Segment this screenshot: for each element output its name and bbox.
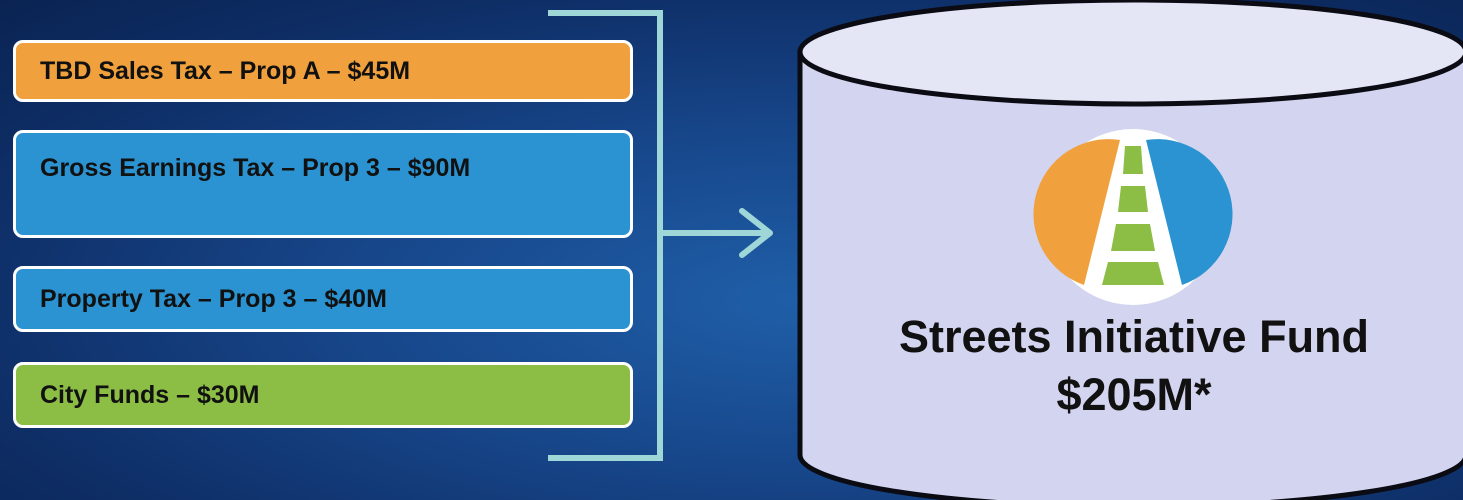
fund-title: Streets Initiative Fund [898,311,1370,362]
fund-amount: $205M* [1056,369,1212,420]
bracket-connector [548,10,663,461]
arrow-icon [660,208,773,258]
source-box-city-funds: City Funds – $30M [13,362,633,428]
source-box-gross-earnings-tax: Gross Earnings Tax – Prop 3 – $90M [13,130,633,238]
source-label: City Funds – $30M [40,380,260,409]
source-label: TBD Sales Tax – Prop A – $45M [40,56,411,85]
source-box-sales-tax: TBD Sales Tax – Prop A – $45M [13,40,633,102]
source-label: Property Tax – Prop 3 – $40M [40,284,387,313]
road-logo-icon [1033,129,1233,305]
source-label: Gross Earnings Tax – Prop 3 – $90M [40,154,471,182]
source-box-property-tax: Property Tax – Prop 3 – $40M [13,266,633,332]
fund-label: Streets Initiative Fund $205M* [800,308,1463,424]
